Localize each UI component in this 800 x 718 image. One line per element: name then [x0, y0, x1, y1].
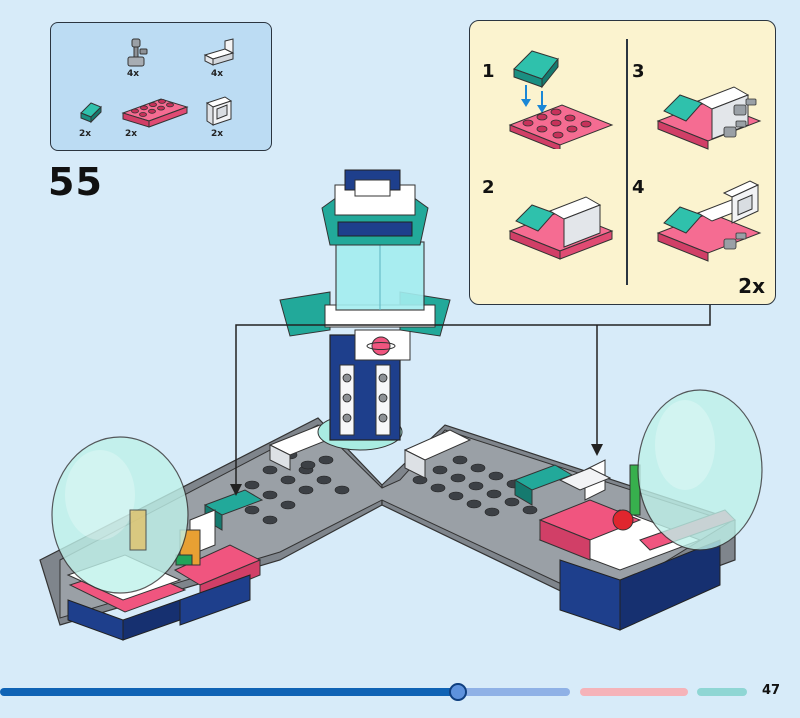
right-glass-dome	[637, 389, 763, 551]
bar-holder-clip-icon	[127, 38, 148, 67]
callout-line-left	[235, 303, 711, 488]
progress-bar-segment-teal	[697, 688, 747, 696]
white-window-frame-icon	[205, 96, 233, 126]
substep-label: 2	[482, 177, 495, 198]
planet-decal-icon	[371, 336, 391, 356]
part-qty: 2x	[125, 129, 138, 139]
part-qty: 2x	[79, 129, 92, 139]
substep-panel: 1 2 3 4	[469, 20, 776, 305]
progress-bar-remaining	[458, 688, 570, 696]
progress-bar-fill	[0, 688, 458, 696]
progress-marker-icon	[449, 683, 467, 701]
substep-label: 4	[632, 177, 645, 198]
substep-3-illustration	[656, 86, 762, 150]
part-qty: 4x	[211, 69, 224, 79]
part-qty: 4x	[127, 69, 140, 79]
pink-plate-2x4-icon	[121, 98, 189, 128]
baseplate-studs	[226, 450, 538, 525]
step-number: 55	[48, 160, 103, 204]
teal-slope-icon	[80, 102, 102, 124]
progress-bar-segment-pink	[580, 688, 688, 696]
substep-4-illustration	[656, 180, 762, 262]
substep-1-illustration	[508, 50, 614, 149]
parts-list-panel: 4x 4x 2x 2x 2x	[50, 22, 272, 151]
build-scene-illustration	[39, 169, 763, 641]
page-number: 47	[762, 683, 781, 698]
left-glass-dome	[51, 436, 189, 594]
substep-multiplier: 2x	[738, 274, 765, 298]
part-qty: 2x	[211, 129, 224, 139]
substep-label: 1	[482, 61, 495, 82]
substep-2-illustration	[508, 196, 614, 260]
substep-divider	[626, 39, 628, 285]
white-bracket-icon	[203, 38, 235, 66]
substep-label: 3	[632, 61, 645, 82]
